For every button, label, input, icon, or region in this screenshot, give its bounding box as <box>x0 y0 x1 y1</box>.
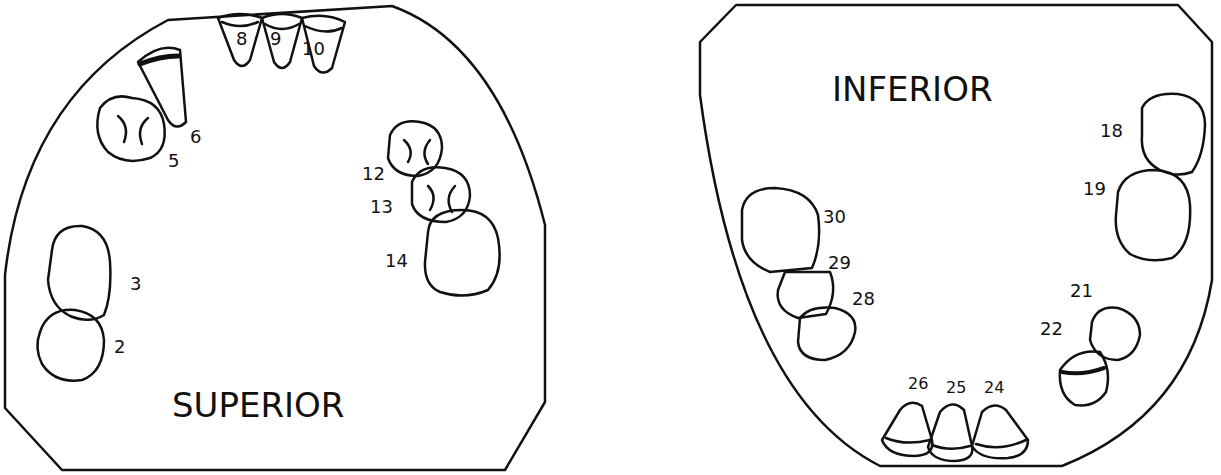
tooth-number: 6 <box>190 128 201 146</box>
tooth-number: 10 <box>302 40 325 58</box>
tooth-number: 3 <box>130 275 141 293</box>
tooth-number: 24 <box>984 380 1004 396</box>
tooth-number: 22 <box>1040 320 1063 338</box>
tooth-number: 28 <box>852 290 875 308</box>
tooth-number: 29 <box>828 254 851 272</box>
tooth-number: 9 <box>270 30 281 48</box>
tooth-number: 30 <box>823 208 846 226</box>
tooth-number: 26 <box>908 376 928 392</box>
tooth-number: 18 <box>1100 122 1123 140</box>
tooth-number: 13 <box>370 198 393 216</box>
tooth-number: 19 <box>1083 180 1106 198</box>
arch-title: INFERIOR <box>832 72 993 106</box>
tooth-number: 2 <box>114 338 125 356</box>
tooth-number: 8 <box>236 30 247 48</box>
tooth-number: 21 <box>1070 282 1093 300</box>
tooth-number: 14 <box>385 252 408 270</box>
tooth-number: 5 <box>168 152 179 170</box>
arch-title: SUPERIOR <box>172 388 345 422</box>
tooth-number: 25 <box>946 380 966 396</box>
tooth-number: 12 <box>362 165 385 183</box>
